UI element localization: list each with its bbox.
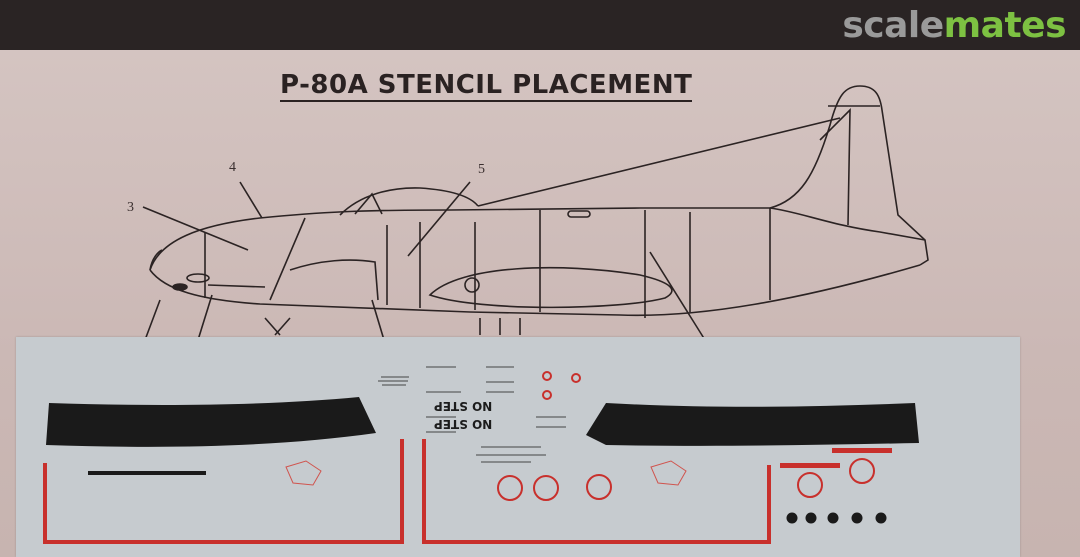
callout-4: 4	[229, 160, 236, 175]
callout-3: 3	[127, 200, 134, 215]
no-step-stencil-1: NO STEP	[434, 399, 493, 413]
no-step-stencil-2: NO STEP	[434, 417, 493, 431]
scalemates-logo[interactable]: scalemates	[842, 5, 1066, 46]
decal-graphics	[43, 366, 919, 544]
decal-sheet: NO STEP NO STEP	[16, 337, 1020, 557]
callout-5: 5	[478, 162, 485, 177]
page-title: P-80A STENCIL PLACEMENT	[280, 70, 693, 102]
site-header-bar: scalemates	[0, 0, 1080, 50]
aircraft-line-drawing	[142, 85, 929, 341]
